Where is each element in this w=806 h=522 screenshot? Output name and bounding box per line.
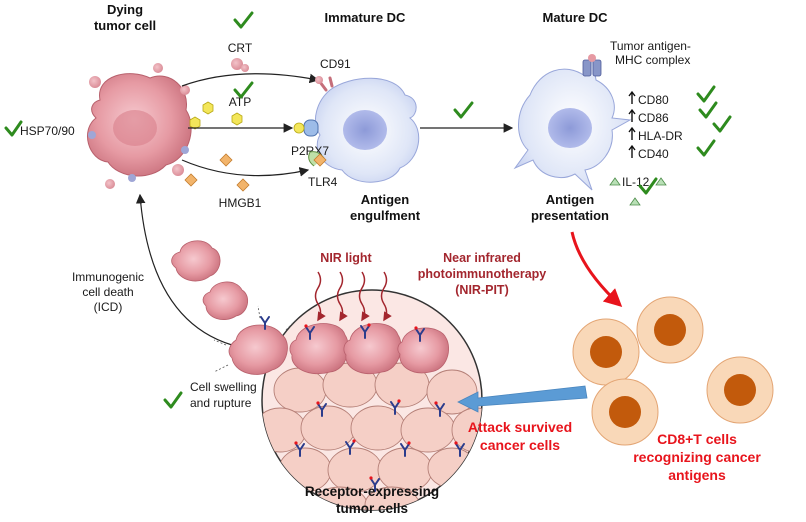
check-marks [4,11,732,409]
check-icon [696,85,716,103]
p2rx7-receptor [293,119,319,137]
check-icon [712,115,732,133]
label-icd-3: (ICD) [94,300,123,314]
check-icon [698,101,718,119]
label-nir-pit-3: (NIR-PIT) [455,283,508,297]
label-cd91: CD91 [320,57,351,71]
svg-text:CD40: CD40 [638,147,669,161]
label-crt: CRT [228,41,253,55]
label-il12: IL-12 [622,175,650,189]
title-mature-dc: Mature DC [542,10,608,25]
arrow-to-t-cells [570,231,623,308]
crt-molecule [231,58,249,72]
title-dying-2: tumor cell [94,18,156,33]
check-icon [638,177,658,195]
mhc-complex-icon [582,54,602,77]
rupturing-cell [213,305,297,375]
label-cd8-2: recognizing cancer [633,449,761,465]
title-immature-dc: Immature DC [325,10,407,25]
receptor-expressing-tumor-cells [261,289,483,511]
label-hsp70-90: HSP70/90 [20,124,75,138]
label-receptor-expressing-2: tumor cells [336,501,408,516]
label-tlr4: TLR4 [308,175,338,189]
marker-cd86: CD86 [628,108,669,125]
svg-text:CD86: CD86 [638,111,669,125]
il12-triangles [609,177,667,206]
check-icon [453,101,474,119]
label-antigen-presentation-1: Antigen [546,192,594,207]
label-tumor-antigen: Tumor antigen- [610,39,691,53]
atp-molecules [189,101,243,130]
marker-cd80: CD80 [628,90,669,107]
label-antigen-engulfment-2: engulfment [350,208,421,223]
label-atp: ATP [229,95,251,109]
check-icon [4,120,23,137]
swollen-cell-upper [171,240,221,282]
dying-tumor-cell [87,63,192,189]
label-cell-swelling-2: and rupture [190,396,252,410]
marker-hla-dr: HLA-DR [628,126,683,143]
title-dying-1: Dying [107,2,143,17]
label-mhc-complex: MHC complex [615,53,690,67]
arrow-crt [181,73,320,87]
arrow-hmgb1 [181,159,310,177]
arrow-icd [135,193,233,346]
check-icon [233,11,254,29]
immature-dendritic-cell [315,77,420,183]
attack-arrow [457,385,588,413]
mature-dendritic-cell [513,54,632,191]
check-icon [696,139,716,157]
label-cell-swelling-1: Cell swelling [190,380,257,394]
label-antigen-engulfment-1: Antigen [361,192,409,207]
label-nir-pit-1: Near infrared [443,251,521,265]
label-cd8-1: CD8+T cells [657,431,737,447]
label-nir-pit-2: photoimmunotherapy [418,267,547,281]
swollen-cell-middle [202,281,249,320]
marker-cd40: CD40 [628,144,669,161]
svg-text:HLA-DR: HLA-DR [638,129,683,143]
check-icon [163,391,183,409]
hmgb1-molecules [184,153,250,192]
svg-text:CD80: CD80 [638,93,669,107]
maturation-markers: CD80 CD86 HLA-DR CD40 [628,90,683,161]
label-icd-2: cell death [82,285,133,299]
check-icon [233,81,254,99]
cd91-receptor [315,76,334,92]
label-receptor-expressing-1: Receptor-expressing [305,484,439,499]
label-attack-2: cancer cells [480,437,560,453]
label-hmgb1: HMGB1 [219,196,262,210]
label-nir-light: NIR light [320,251,372,265]
label-antigen-presentation-2: presentation [531,208,609,223]
cd8-t-cells [572,296,774,446]
nir-light-rays [314,271,392,322]
tlr4-receptor [308,151,327,167]
label-attack-1: Attack survived [468,419,572,435]
label-icd-1: Immunogenic [72,270,144,284]
label-cd8-3: antigens [668,467,726,483]
